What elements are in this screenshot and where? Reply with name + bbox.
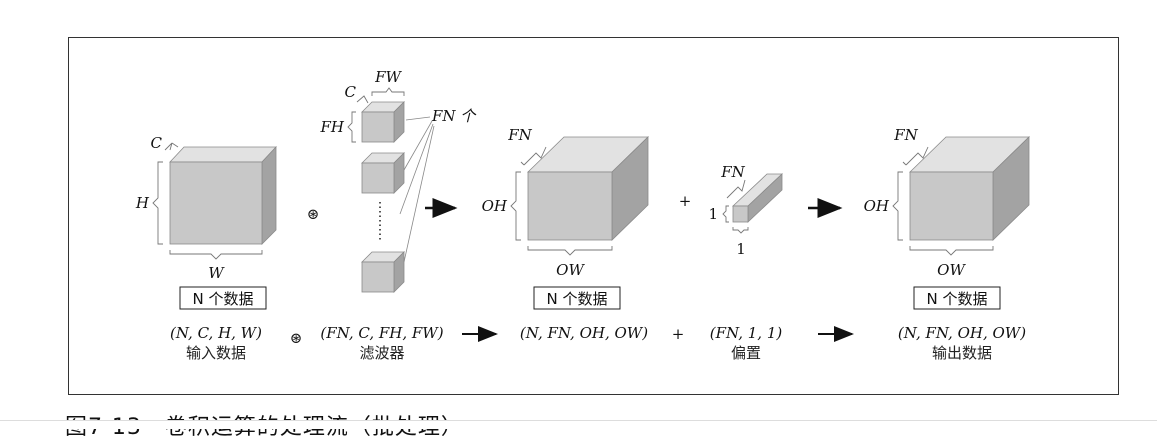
- output-batch-box: [913, 286, 1001, 310]
- conv-batch-diagram: C H W N 个数据 ⊛ C FH FW: [135, 68, 1030, 362]
- intermediate-dimension-braces: [510, 146, 613, 256]
- filter-cube-1: [361, 101, 405, 143]
- input-dimension-braces: [152, 142, 263, 260]
- conv-operator-formula: ⊛: [290, 329, 303, 347]
- bias-shape-formula: (FN, 1, 1): [710, 324, 783, 342]
- bias-bar: [731, 173, 784, 223]
- conv-operator-symbol: ⊛: [307, 205, 320, 223]
- output-batch-label: N 个数据: [927, 290, 988, 308]
- output-dim-ow: OW: [937, 261, 966, 279]
- filter-dim-fw: FW: [374, 68, 402, 86]
- formula-plus: +: [672, 325, 685, 343]
- intermediate-batch-label: N 个数据: [547, 290, 608, 308]
- intermediate-dim-oh: OH: [482, 197, 508, 215]
- filter-count-leader-lines: [399, 116, 435, 263]
- filter-dimension-braces: [347, 87, 405, 143]
- input-batch-label: N 个数据: [193, 290, 254, 308]
- output-shape-formula: (N, FN, OH, OW): [898, 324, 1026, 342]
- filter-name-label: 滤波器: [359, 344, 404, 362]
- input-dim-c: C: [151, 134, 163, 152]
- bias-name-label: 偏置: [731, 344, 761, 362]
- input-dim-w: W: [208, 264, 225, 282]
- filter-dim-fh: FH: [320, 118, 345, 136]
- plus-operator: +: [679, 192, 692, 210]
- filter-stack: [361, 101, 405, 293]
- intermediate-shape-formula: (N, FN, OH, OW): [520, 324, 648, 342]
- intermediate-batch-box: [533, 286, 621, 310]
- intermediate-dim-fn: FN: [507, 126, 532, 144]
- input-shape-formula: (N, C, H, W): [170, 324, 262, 342]
- output-cube: [909, 136, 1030, 241]
- bias-dim-fn: FN: [720, 163, 745, 181]
- input-batch-box: [179, 286, 267, 310]
- input-name-label: 输入数据: [186, 344, 246, 362]
- input-cube: [169, 145, 277, 245]
- filter-dim-c: C: [345, 83, 357, 101]
- filter-shape-formula: (FN, C, FH, FW): [320, 324, 443, 342]
- output-name-label: 输出数据: [932, 344, 992, 362]
- output-dim-fn: FN: [893, 126, 918, 144]
- intermediate-dim-ow: OW: [556, 261, 585, 279]
- bias-dim-1-height: 1: [708, 205, 718, 223]
- diagram-frame: [68, 37, 1119, 395]
- intermediate-cube: [527, 136, 649, 241]
- output-dim-oh: OH: [864, 197, 890, 215]
- input-dim-h: H: [135, 194, 150, 212]
- filter-count-label: FN 个: [431, 107, 477, 125]
- output-dimension-braces: [892, 146, 994, 256]
- bias-dimension-braces: [722, 179, 749, 234]
- bias-dim-1-width: 1: [736, 240, 746, 258]
- page-bottom-edge: [0, 420, 1157, 429]
- filter-cube-2: [361, 152, 405, 194]
- filter-cube-n: [361, 251, 405, 293]
